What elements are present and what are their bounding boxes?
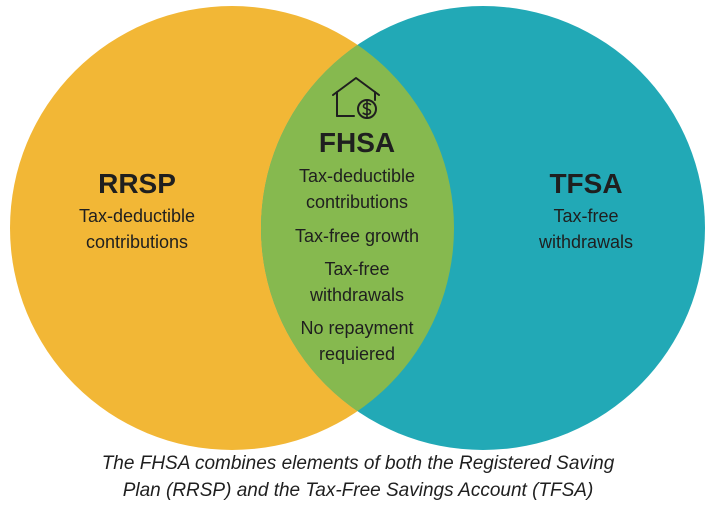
rrsp-line-2: contributions [86,232,188,252]
fhsa-line-6: No repayment [300,318,413,338]
fhsa-line-4: Tax-free [324,259,389,279]
fhsa-line-2: contributions [306,192,408,212]
fhsa-line-3: Tax-free growth [295,226,419,246]
rrsp-line-1: Tax-deductible [79,206,195,226]
caption: The FHSA combines elements of both the R… [0,450,716,504]
fhsa-line-1: Tax-deductible [299,166,415,186]
tfsa-line-1: Tax-free [553,206,618,226]
rrsp-title: RRSP [98,168,176,199]
caption-line-1: The FHSA combines elements of both the R… [101,453,615,474]
caption-line-2: Plan (RRSP) and the Tax-Free Savings Acc… [122,480,594,501]
house-dollar-icon [332,77,380,119]
tfsa-line-2: withdrawals [538,232,633,252]
tfsa-title: TFSA [549,168,622,199]
fhsa-line-5: withdrawals [309,285,404,305]
fhsa-line-7: requiered [319,344,395,364]
fhsa-title: FHSA [319,127,395,158]
